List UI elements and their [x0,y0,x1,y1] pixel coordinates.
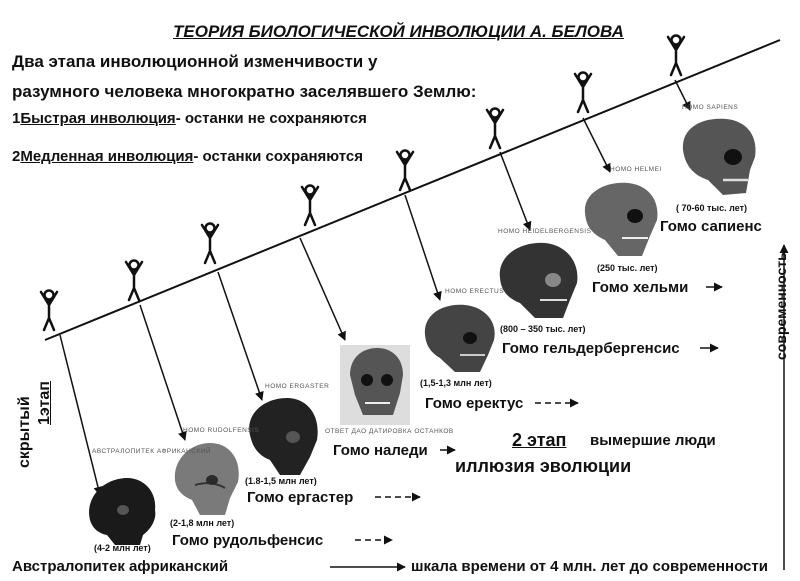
connector-8 [674,79,691,111]
skull-australopithecus [89,477,156,545]
name-naledi: Гомо наледи [333,442,428,459]
stick-figure-1 [39,289,59,332]
modern-vertical-label: современность [773,252,789,360]
stick-figure-2 [124,259,144,302]
stage-1-prefix: 1 [12,110,21,127]
stick-figure-3 [200,222,220,265]
stage-1-underlined: Быстрая инволюция [20,110,176,127]
connector-3 [217,271,264,401]
intro-line-2: разумного человека многократно заселявше… [12,82,477,101]
name-rudolfensis: Гомо рудольфенсис [172,532,324,549]
stage-1-line: 1Быстрая инволюция- останки не сохраняют… [12,110,367,127]
date-helmei: (250 тыс. лет) [597,263,658,273]
connector-7 [582,117,611,173]
skull-erectus [424,304,495,372]
skull-naledi [340,345,410,425]
skull-helmei [584,182,658,256]
stage-2-rest: - останки сохраняются [193,148,363,165]
name-helmei: Гомо хельми [592,279,689,296]
timescale-label: шкала времени от 4 млн. лет до современн… [411,558,768,575]
name-erectus: Гомо еректус [425,395,524,412]
caption-erectus: HOMO ERECTUS [445,288,505,295]
stick-figure-4 [300,184,320,227]
name-sapiens: Гомо сапиенс [660,218,762,235]
caption-sapiens: HOMO SAPIENS [682,104,739,111]
date-sapiens: ( 70-60 тыс. лет) [676,203,748,213]
connector-5 [404,194,442,301]
date-ergaster: (1.8-1,5 млн лет) [245,476,317,486]
caption-naledi: ОТВЕТ ДАО ДАТИРОВКА ОСТАНКОВ [325,428,454,435]
caption-australopithecus: АВСТРАЛОПИТЕК АФРИКАНСКИЙ [92,448,212,455]
stick-figure-6 [485,107,505,150]
etap-2-label: 2 этап [512,430,567,450]
name-australopithecus: Австралопитек африканский [12,558,229,575]
stick-figure-8 [666,34,686,77]
caption-rudolfensis: HOMO RUDOLFENSIS [183,427,260,434]
etap-1-label: 1этап [36,381,53,425]
stage-2-prefix: 2 [12,148,21,165]
skull-ergaster [249,398,318,475]
stage-2-line: 2Медленная инволюция- останки сохраняютс… [12,148,363,165]
date-rudolfensis: (2-1,8 млн лет) [170,518,235,528]
stick-figure-7 [573,71,593,114]
skull-sapiens [682,118,756,195]
caption-helmei: HOMO HELMEI [610,166,662,173]
connector-6 [499,151,532,231]
date-australopithecus: (4-2 млн лет) [94,543,151,553]
stage-2-underlined: Медленная инволюция [20,148,194,165]
connector-1 [59,334,103,496]
hidden-label: скрытый [16,396,33,468]
stage-1-rest: - останки не сохраняются [175,110,367,127]
extinct-label: вымершие люди [590,432,716,449]
caption-heidelbergensis: HOMO HEIDELBERGENSIS [498,228,592,235]
name-heidelbergensis: Гомо гельдербергенсис [502,340,680,357]
diagonal-time-line [44,39,781,341]
date-heidelbergensis: (800 – 350 тыс. лет) [500,324,586,334]
skull-heidelbergensis [499,242,578,318]
intro-line-1: Два этапа инволюционной изменчивости у [12,52,378,71]
name-ergaster: Гомо ергастер [247,489,354,506]
illusion-label: иллюзия эволюции [455,456,632,476]
date-erectus: (1,5-1,3 млн лет) [420,378,492,388]
stick-figure-5 [395,149,415,192]
caption-ergaster: HOMO ERGASTER [265,383,330,390]
skull-rudolfensis [174,443,239,515]
connector-2 [139,304,187,441]
connector-4 [299,237,346,341]
page-title: ТЕОРИЯ БИОЛОГИЧЕСКОЙ ИНВОЛЮЦИИ А. БЕЛОВА [173,22,624,41]
